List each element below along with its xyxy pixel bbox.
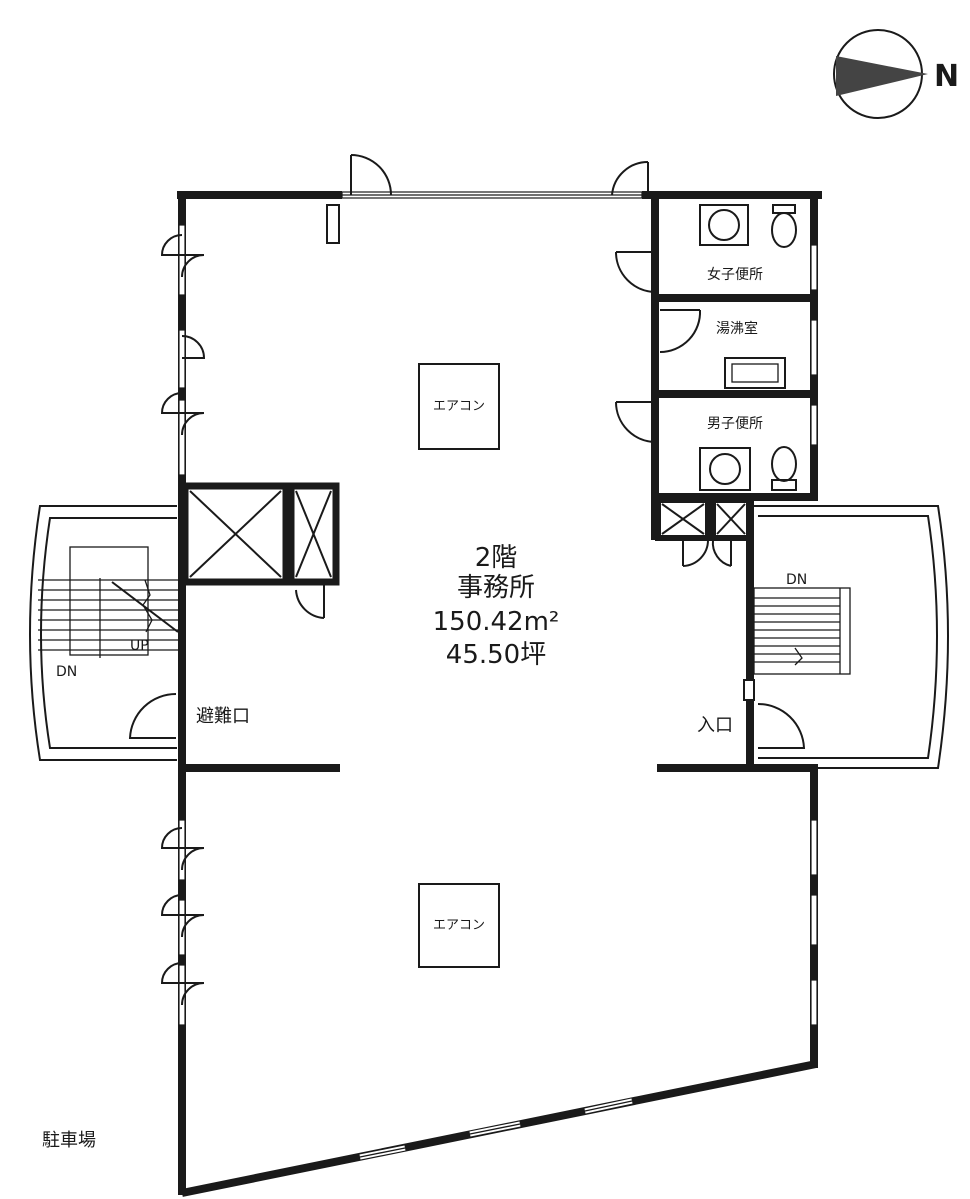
room-name-label: 事務所 xyxy=(457,573,535,603)
ac-unit-lower xyxy=(418,883,500,968)
area-tsubo-label: 45.50坪 xyxy=(446,640,546,670)
ac-lower-label: エアコン xyxy=(433,918,485,933)
area-m2-label: 150.42m² xyxy=(433,607,560,637)
floor-label: 2階 xyxy=(475,543,518,573)
ac-upper-label: エアコン xyxy=(433,399,485,414)
left-stair-dn-label: DN xyxy=(56,664,77,680)
mens-toilet-label: 男子便所 xyxy=(707,416,763,432)
top-doors xyxy=(350,154,649,196)
kitchenette-label: 湯沸室 xyxy=(716,320,758,337)
left-shafts xyxy=(181,482,340,619)
right-windows xyxy=(810,244,818,1026)
left-staircase xyxy=(29,505,183,761)
parking-label: 駐車場 xyxy=(42,1130,96,1151)
left-window-sashes xyxy=(160,234,206,1006)
entrance-label: 入口 xyxy=(697,715,733,736)
right-stair-dn-label: DN xyxy=(786,572,807,588)
exterior-walls xyxy=(177,191,822,1197)
left-stair-up-label: UP xyxy=(130,638,149,654)
column-stub xyxy=(326,204,340,244)
right-staircase xyxy=(743,505,949,769)
right-shafts xyxy=(655,497,752,567)
north-compass-icon: N xyxy=(833,29,959,119)
ac-unit-upper xyxy=(418,363,500,450)
womens-toilet-label: 女子便所 xyxy=(707,266,763,283)
emergency-exit-label: 避難口 xyxy=(196,706,250,727)
service-core xyxy=(615,204,814,491)
compass-north-label: N xyxy=(934,59,959,94)
bottom-windows xyxy=(359,1098,633,1160)
